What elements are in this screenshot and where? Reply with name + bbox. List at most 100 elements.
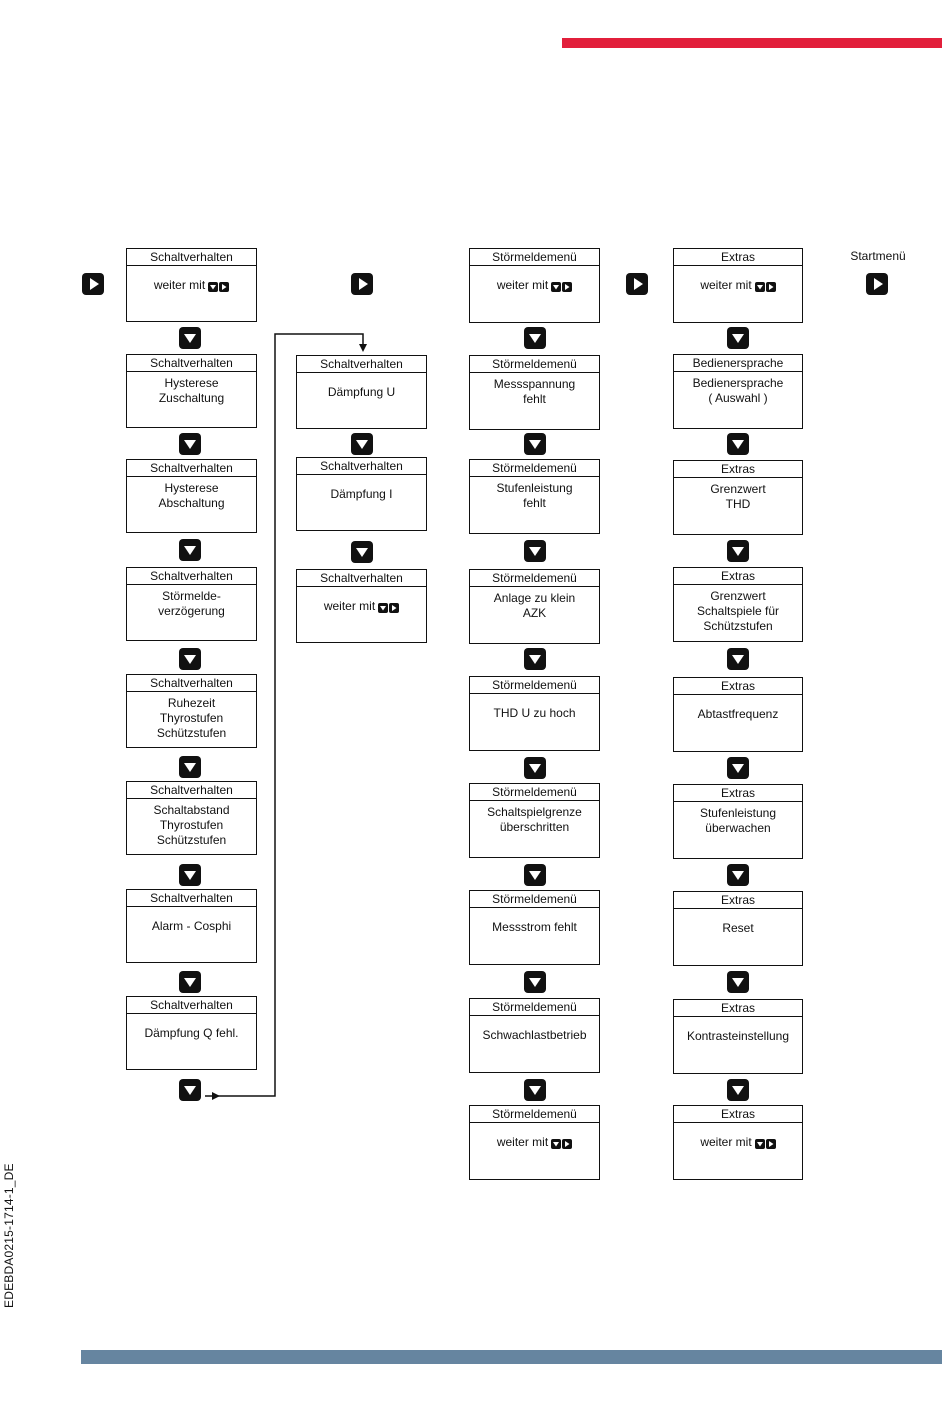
menu-screen-line: Stufenleistung xyxy=(699,806,777,820)
menu-screen-line: weiter mit xyxy=(297,599,426,615)
menu-screen-text: Schwachlastbetrieb xyxy=(470,1016,599,1043)
down-arrow-icon xyxy=(727,1079,749,1101)
connector-arrowhead-down xyxy=(359,344,367,352)
menu-screen-text: Dämpfung U xyxy=(297,373,426,400)
right-arrow-icon xyxy=(866,273,888,295)
menu-screen-line: Schaltspiele für xyxy=(696,604,780,618)
menu-screen-title: Schaltverhalten xyxy=(297,458,426,475)
down-arrow-icon xyxy=(727,433,749,455)
menu-screen-title: Extras xyxy=(674,249,802,266)
down-arrow-icon xyxy=(524,648,546,670)
connector-arrowhead-right xyxy=(212,1092,220,1100)
menu-screen-line: Schaltabstand xyxy=(153,803,230,817)
menu-screen-line: weiter mit xyxy=(674,1135,802,1151)
menu-screen-line: Grenzwert xyxy=(710,482,766,496)
right-arrow-icon xyxy=(82,273,104,295)
menu-screen-title: Störmeldemenü xyxy=(470,570,599,587)
menu-screen-title: Extras xyxy=(674,892,802,909)
menu-screen-line: fehlt xyxy=(523,496,546,510)
menu-screen-line: THD U zu hoch xyxy=(493,706,576,720)
right-arrow-icon xyxy=(626,273,648,295)
down-arrow-icon xyxy=(351,541,373,563)
menu-screen-line: verzögerung xyxy=(158,604,225,618)
down-arrow-icon xyxy=(524,540,546,562)
footer-bar xyxy=(81,1350,942,1364)
down-right-key-icons xyxy=(378,600,400,615)
menu-screen-title: Schaltverhalten xyxy=(127,675,256,692)
menu-screen-line: Dämpfung I xyxy=(330,487,393,501)
menu-screen-title: Störmeldemenü xyxy=(470,891,599,908)
menu-screen-box: Schaltverhalten weiter mit xyxy=(296,569,427,643)
menu-screen-text: Bedienersprache( Auswahl ) xyxy=(674,372,802,406)
down-arrow-icon xyxy=(727,757,749,779)
menu-screen-text: Kontrasteinstellung xyxy=(674,1017,802,1044)
down-arrow-icon xyxy=(524,327,546,349)
menu-screen-line: Schaltspielgrenze xyxy=(487,805,582,819)
menu-screen-title: Extras xyxy=(674,568,802,585)
menu-screen-title: Extras xyxy=(674,1000,802,1017)
menu-screen-line: Anlage zu klein xyxy=(493,591,576,605)
menu-screen-line: Messspannung xyxy=(493,377,576,391)
menu-screen-title: Extras xyxy=(674,461,802,478)
menu-screen-title: Schaltverhalten xyxy=(297,356,426,373)
menu-screen-line: Thyrostufen xyxy=(159,818,224,832)
down-arrow-icon xyxy=(179,648,201,670)
menu-screen-line: Schützstufen xyxy=(703,619,773,633)
menu-screen-title: Schaltverhalten xyxy=(127,782,256,799)
menu-screen-line: Kontrasteinstellung xyxy=(686,1029,790,1043)
menu-screen-title: Schaltverhalten xyxy=(127,355,256,372)
down-arrow-icon xyxy=(351,433,373,455)
menu-screen-title: Schaltverhalten xyxy=(297,570,426,587)
menu-screen-text: Dämpfung I xyxy=(297,475,426,502)
down-arrow-icon xyxy=(524,1079,546,1101)
right-arrow-icon xyxy=(351,273,373,295)
menu-screen-title: Extras xyxy=(674,1106,802,1123)
menu-screen-line: AZK xyxy=(522,606,547,620)
menu-screen-text: Dämpfung Q fehl. xyxy=(127,1014,256,1041)
menu-screen-line: Störmelde- xyxy=(162,589,221,603)
menu-screen-line: Schützstufen xyxy=(156,833,227,847)
menu-screen-line: Dämpfung U xyxy=(327,385,396,399)
menu-screen-text: weiter mit xyxy=(674,266,802,294)
menu-screen-title: Störmeldemenü xyxy=(470,999,599,1016)
start-menu-label: Startmenü xyxy=(850,249,906,263)
down-right-key-icons xyxy=(208,279,230,294)
down-right-key-icons xyxy=(551,279,573,294)
menu-screen-title: Schaltverhalten xyxy=(127,568,256,585)
menu-screen-line: Grenzwert xyxy=(710,589,766,603)
menu-screen-text: Reset xyxy=(674,909,802,936)
menu-screen-title: Störmeldemenü xyxy=(470,249,599,266)
down-arrow-icon xyxy=(179,539,201,561)
menu-screen-line: Schützstufen xyxy=(156,726,227,740)
menu-screen-title: Bedienersprache xyxy=(674,355,802,372)
menu-screen-line: Messstrom fehlt xyxy=(492,920,577,934)
down-arrow-icon xyxy=(727,648,749,670)
menu-screen-line: Abtastfrequenz xyxy=(697,707,779,721)
menu-screen-title: Extras xyxy=(674,785,802,802)
menu-screen-text: weiter mit xyxy=(470,266,599,294)
menu-screen-text: Störmelde-verzögerung xyxy=(127,585,256,619)
